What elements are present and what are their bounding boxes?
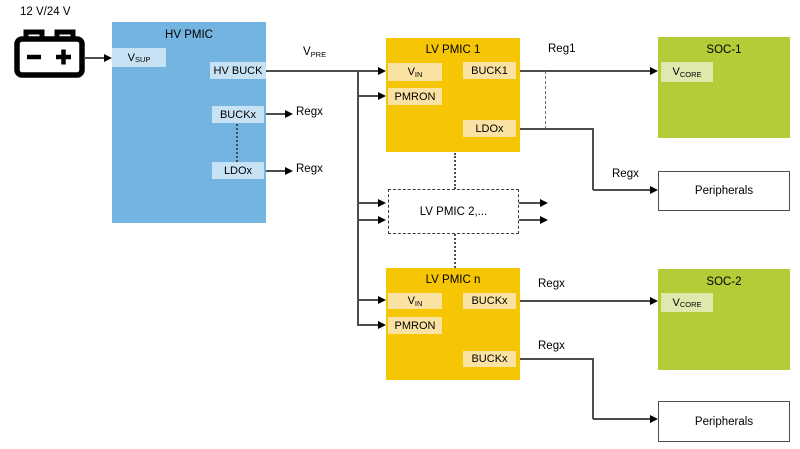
arrowhead-hv-ldox <box>285 167 293 175</box>
wire-lv1-ldox-h1 <box>516 128 594 130</box>
arrowhead-lv2-out-a <box>540 199 548 207</box>
hv-pmic-ldox-pin: LDOx <box>212 162 264 179</box>
regx-hv-buckx-label: Regx <box>296 106 323 118</box>
arrowhead-lv2-b <box>378 216 386 224</box>
wire-bus-to-lvn-vin <box>357 299 380 301</box>
arrowhead-peripherals1 <box>650 186 658 194</box>
lv-pmic-1-ldox-pin: LDOx <box>463 120 516 137</box>
wire-lv2-out-a <box>519 202 540 204</box>
battery-voltage-label: 12 V/24 V <box>20 6 71 18</box>
arrowhead-hv-buckx <box>285 110 293 118</box>
regx-hv-ldox-label: Regx <box>296 163 323 175</box>
wire-lvn-buckx2-h2 <box>593 418 650 420</box>
dotted-link-lv2-to-lvn <box>454 234 456 268</box>
hv-pmic-title: HV PMIC <box>165 29 213 41</box>
wire-bus-to-lv1-pmron <box>357 95 380 97</box>
arrowhead-lv1-pmron <box>378 92 386 100</box>
wire-vpre-bus <box>357 70 359 326</box>
soc-1-title: SOC-1 <box>706 44 742 56</box>
lv-pmic-n-buckx2-pin: BUCKx <box>463 351 516 367</box>
wire-bus-to-lv2-b <box>357 219 380 221</box>
lv-pmic-n-title: LV PMIC n <box>425 274 481 286</box>
wire-lvn-buckx2-h1 <box>516 358 594 360</box>
arrowhead-lv2-out-b <box>540 216 548 224</box>
battery-icon <box>14 29 85 78</box>
wire-lv1-ldox-h2 <box>593 189 650 191</box>
wire-bus-to-lvn-pmron <box>357 324 380 326</box>
dotted-link-buckx-to-ldox <box>236 124 238 162</box>
wire-hv-ldox-out <box>265 170 287 172</box>
arrowhead-peripherals2 <box>650 415 658 423</box>
peripherals-1-block: Peripherals <box>658 171 790 211</box>
lv-pmic-2-block: LV PMIC 2,... <box>388 189 519 234</box>
dashed-link-reg1-to-ldox <box>545 71 546 129</box>
arrowhead-soc2-vcore <box>650 297 658 305</box>
lv-pmic-n-buckx1-pin: BUCKx <box>463 293 516 309</box>
arrowhead-lv1-vin <box>378 67 386 75</box>
lv-pmic-1-title: LV PMIC 1 <box>425 44 481 56</box>
arrowhead-lvn-pmron <box>378 321 386 329</box>
soc-2-title: SOC-2 <box>706 276 742 288</box>
vpre-label: VPRE <box>303 46 327 59</box>
peripherals-2-block: Peripherals <box>658 401 790 442</box>
arrowhead-vsup <box>104 54 112 62</box>
lv-pmic-n-pmron-pin: PMRON <box>388 317 442 334</box>
wire-battery-to-vsup <box>84 57 106 59</box>
wire-lvn-buckx1 <box>516 300 650 302</box>
wire-lvn-buckx2-v <box>592 358 594 419</box>
lv-pmic-2-title: LV PMIC 2,... <box>419 205 488 218</box>
wire-vpre <box>266 70 380 72</box>
wire-lv2-out-b <box>519 219 540 221</box>
arrowhead-lv2-a <box>378 199 386 207</box>
arrowhead-lvn-vin <box>378 296 386 304</box>
regx-lvn-buckx2-label: Regx <box>538 340 565 352</box>
hv-pmic-buckx-pin: BUCKx <box>212 106 264 123</box>
regx-lv1-ldox-label: Regx <box>612 168 639 180</box>
wire-reg1 <box>517 70 651 72</box>
peripherals-1-label: Peripherals <box>694 185 754 197</box>
wire-lv1-ldox-v <box>592 128 594 190</box>
hv-pmic-hvbuck-pin: HV BUCK <box>210 62 266 79</box>
lv-pmic-1-buck1-pin: BUCK1 <box>463 62 516 79</box>
arrowhead-soc1-vcore <box>650 67 658 75</box>
wire-hv-buckx-out <box>265 113 287 115</box>
wire-bus-to-lv2-a <box>357 202 380 204</box>
reg1-label: Reg1 <box>548 43 576 55</box>
regx-lvn-buckx1-label: Regx <box>538 278 565 290</box>
lv-pmic-1-pmron-pin: PMRON <box>388 88 442 105</box>
dotted-link-lv1-to-lv2 <box>454 153 456 189</box>
peripherals-2-label: Peripherals <box>694 415 754 428</box>
